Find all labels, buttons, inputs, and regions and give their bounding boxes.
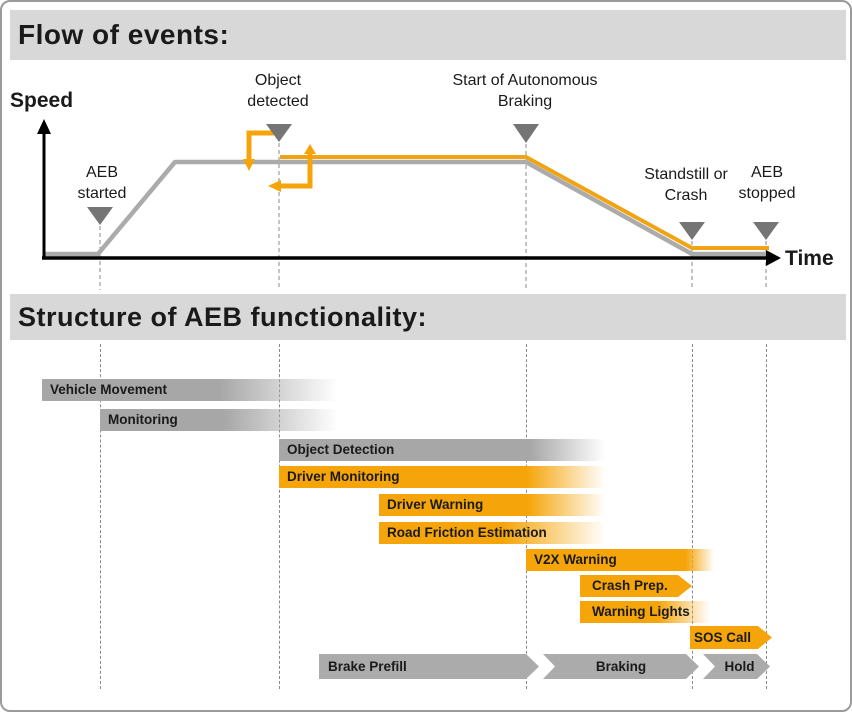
bar-label: Hold <box>724 659 755 674</box>
event-label-aeb-started: AEB started <box>77 164 127 202</box>
gantt-bar-brake-prefill: Brake Prefill <box>319 654 539 679</box>
event-dashed-lines <box>99 143 767 290</box>
gantt-bar-driver-monitoring: Driver Monitoring <box>279 466 605 488</box>
gantt-bar-road-friction-estimation: Road Friction Estimation <box>379 522 605 544</box>
event-label-object-detected: Object detected <box>247 72 309 110</box>
bar-label: Road Friction Estimation <box>387 525 547 540</box>
dashed-line-object-detected <box>279 344 280 689</box>
structure-header: Structure of AEB functionality: <box>10 294 846 340</box>
marker-aeb-started <box>87 207 113 225</box>
bar-label: Object Detection <box>287 442 395 457</box>
event-label-standstill-or-crash: Standstill or Crash <box>644 166 728 204</box>
x-axis-arrowhead <box>766 250 781 266</box>
bar-label: SOS Call <box>694 630 752 645</box>
structure-title: Structure of AEB functionality: <box>18 301 428 332</box>
marker-standstill-or-crash <box>679 222 705 240</box>
bar-label: Monitoring <box>108 412 178 427</box>
time-axis-label: Time <box>785 247 834 270</box>
event-label-aeb-stopped: AEB stopped <box>738 164 796 202</box>
event-label-start-autonomous-braking: Start of Autonomous Braking <box>452 72 598 110</box>
gantt-bar-braking: Braking <box>543 654 699 679</box>
bar-label: Braking <box>595 659 647 674</box>
aeb-speed-curve <box>280 155 769 250</box>
dashed-line-standstill <box>692 344 693 689</box>
step-function-glyph <box>246 130 313 189</box>
gantt-bar-sos-call: SOS Call <box>690 626 772 649</box>
y-axis-arrowhead <box>37 119 51 134</box>
gantt-bar-v2x-warning: V2X Warning <box>526 549 714 571</box>
bar-label: V2X Warning <box>534 552 617 567</box>
bar-label: Crash Prep. <box>592 578 668 593</box>
marker-start-autonomous-braking <box>513 124 539 143</box>
gantt-bar-monitoring: Monitoring <box>100 409 338 431</box>
bar-label: Driver Warning <box>387 497 484 512</box>
gantt-bar-vehicle-movement: Vehicle Movement <box>42 379 338 401</box>
gantt-bar-object-detection: Object Detection <box>279 439 605 461</box>
flow-of-events-header: Flow of events: <box>10 10 846 60</box>
bar-label: Driver Monitoring <box>287 469 400 484</box>
dashed-line-aeb-stopped <box>766 344 767 689</box>
gantt-bar-crash-prep: Crash Prep. <box>580 575 692 597</box>
gantt-bar-warning-lights: Warning Lights <box>580 601 710 623</box>
gantt-bar-hold: Hold <box>703 654 770 679</box>
dashed-line-aeb-started <box>100 344 101 689</box>
speed-time-chart <box>37 119 781 290</box>
gantt-bar-driver-warning: Driver Warning <box>379 494 605 516</box>
bar-label: Warning Lights <box>592 604 690 619</box>
marker-object-detected <box>266 124 292 142</box>
marker-aeb-stopped <box>753 222 779 240</box>
speed-axis-label: Speed <box>10 89 74 112</box>
vehicle-speed-curve <box>44 159 769 257</box>
flow-of-events-title: Flow of events: <box>18 19 230 50</box>
bar-label: Vehicle Movement <box>50 382 168 397</box>
dashed-line-start-braking <box>526 344 527 689</box>
step-function-arrowheads <box>243 144 316 192</box>
event-marker-triangles <box>87 124 779 240</box>
bar-label: Brake Prefill <box>328 659 407 674</box>
